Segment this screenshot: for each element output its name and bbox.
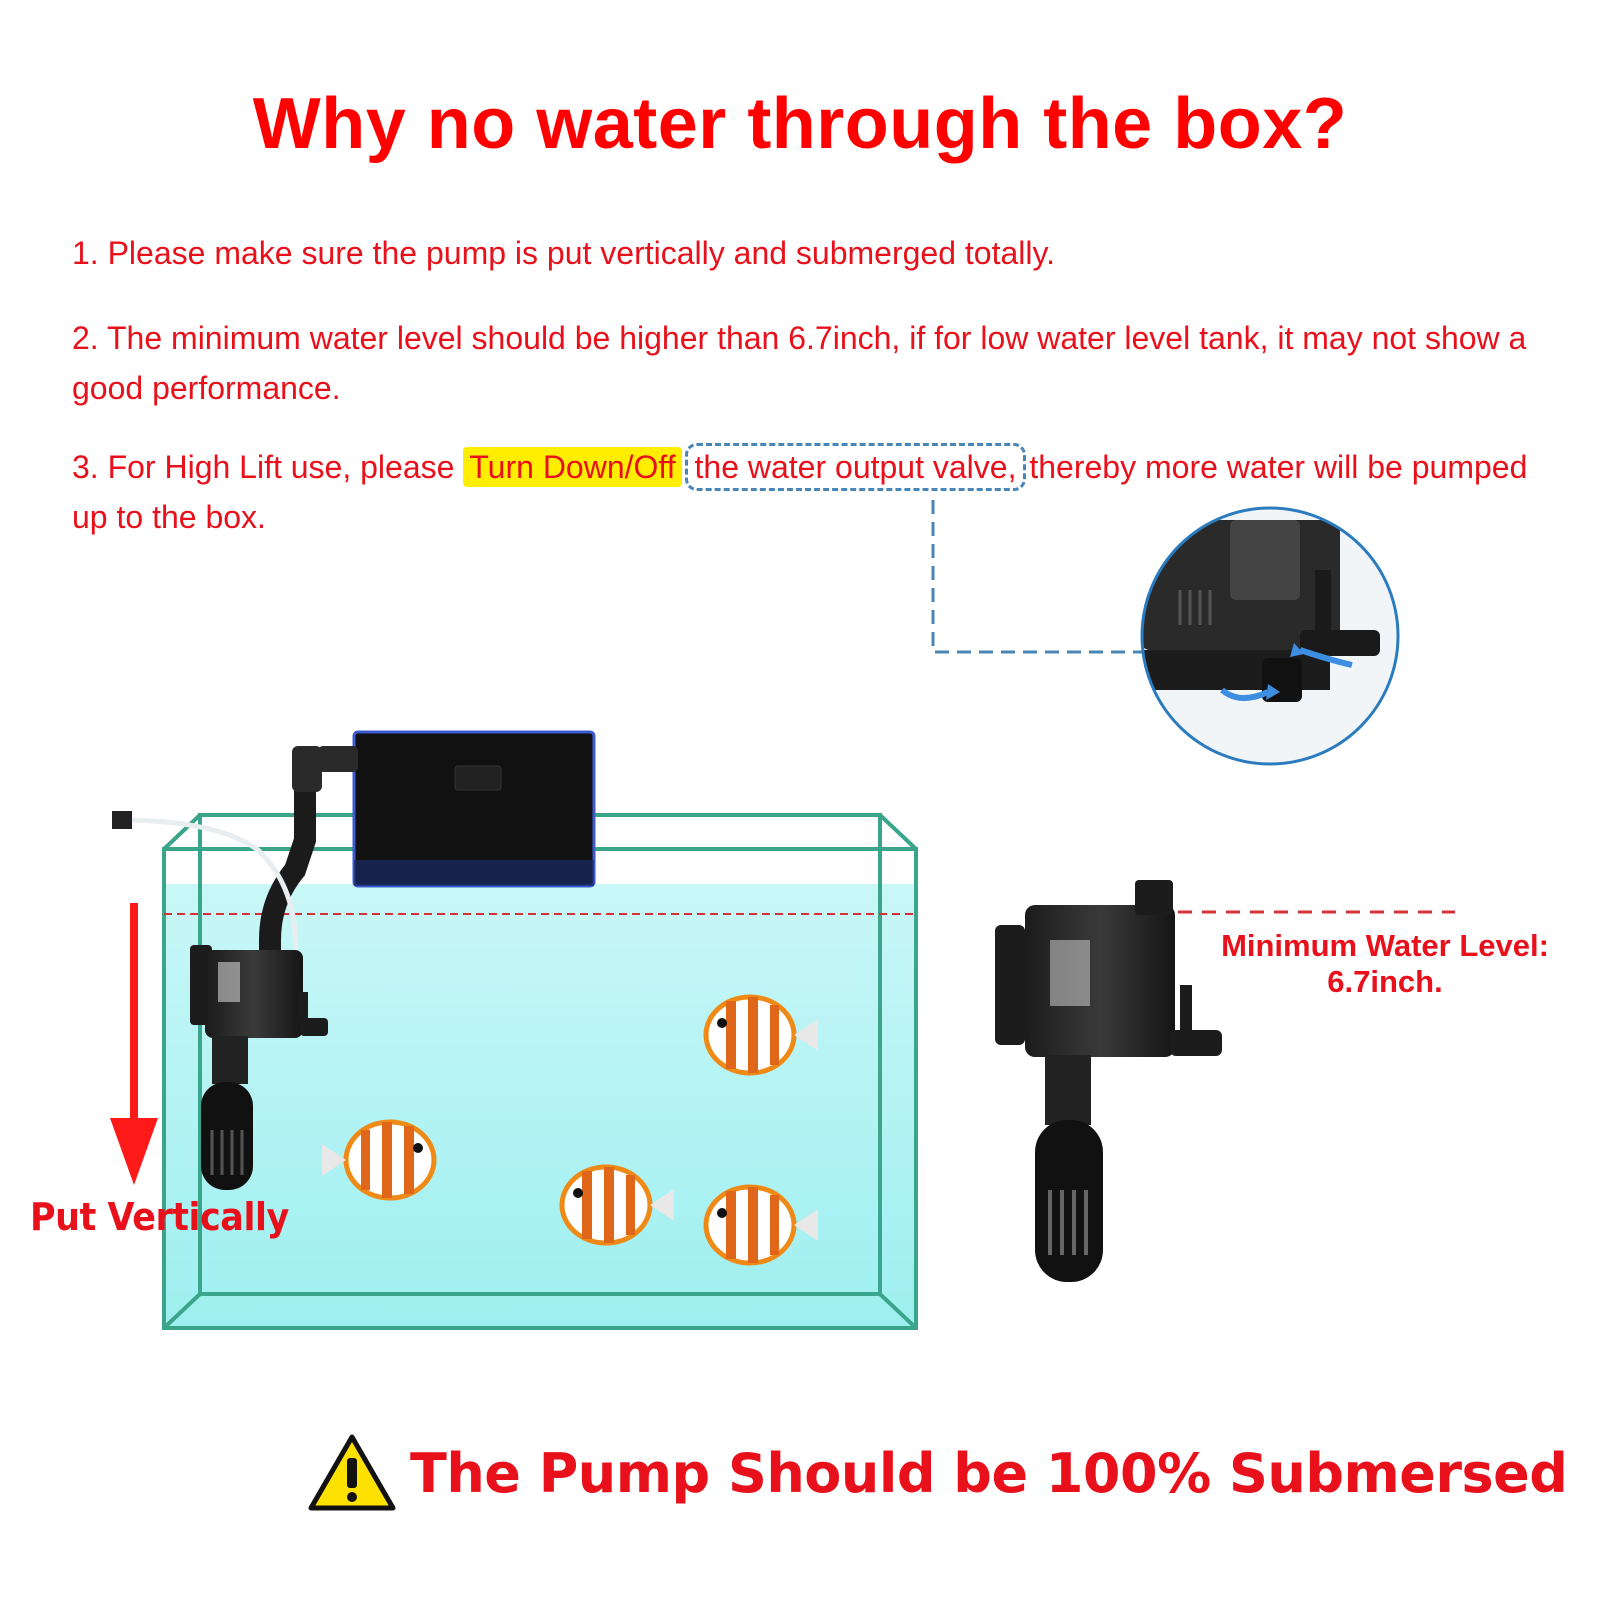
valve-connector-line [931,500,1150,654]
min-water-level-line-2: 6.7inch. [1327,963,1443,999]
valve-zoom-circle [1140,506,1400,766]
pump-in-tank [190,945,328,1190]
min-water-level-label: Minimum Water Level: 6.7inch. [1190,928,1580,999]
fish [703,994,818,1076]
tip-2: 2. The minimum water level should be hig… [72,320,1527,406]
fish [322,1119,437,1201]
page-title: Why no water through the box? [252,84,1348,164]
fish-group [322,994,818,1266]
bottom-warning: The Pump Should be 100% Submersed [308,1428,1568,1518]
pump-standalone [995,880,1455,1282]
fish [559,1164,674,1246]
warning-icon-spacer [308,1433,398,1513]
warning-icon [308,1434,396,1511]
put-vertically-label: Put Vertically [30,1195,289,1239]
filter-box [352,730,596,888]
tip-3-highlight: Turn Down/Off [463,447,682,487]
tip-3-boxed: the water output valve, [684,443,1027,491]
tip-1: 1. Please make sure the pump is put vert… [72,235,1056,271]
bottom-warning-text: The Pump Should be 100% Submersed [410,1441,1568,1505]
tip-3-suffix: thereby more water will be pumped up to … [72,449,1528,535]
outlet-pipe [112,746,358,968]
fish [703,1184,818,1266]
tip-3: 3. For High Lift use, please Turn Down/O… [72,442,1532,542]
down-arrow-icon [110,903,158,1185]
tip-3-prefix: 3. For High Lift use, please [72,449,464,485]
min-water-level-line-1: Minimum Water Level: [1221,928,1549,963]
